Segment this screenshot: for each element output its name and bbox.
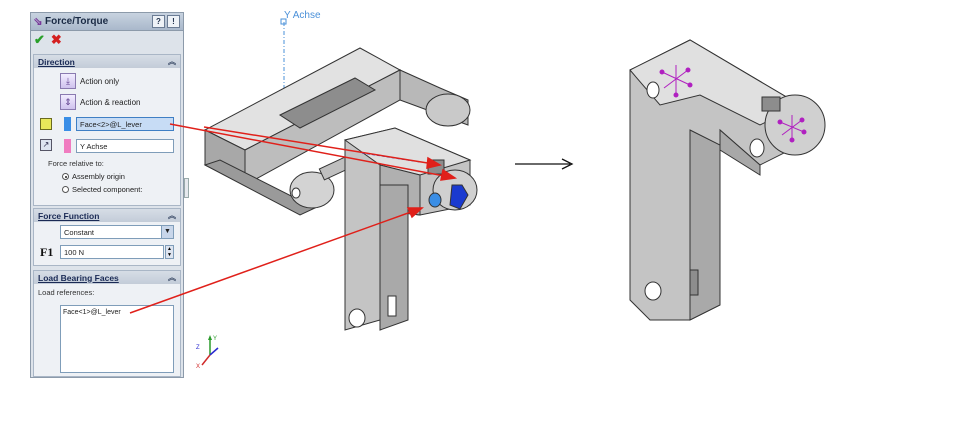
help-icon[interactable]: ? xyxy=(152,15,165,28)
y-axis-label: Y Achse xyxy=(284,10,321,21)
ok-button[interactable]: ✔ xyxy=(34,32,45,47)
face-color-swatch xyxy=(64,117,71,131)
cancel-button[interactable]: ✖ xyxy=(50,32,62,47)
collapse-chevron-icon[interactable]: ︽ xyxy=(168,211,176,220)
direction-select-icon[interactable]: ↗ xyxy=(40,139,52,151)
load-references-list[interactable]: Face<1>@L_lever xyxy=(60,305,174,373)
radio-assembly-label: Assembly origin xyxy=(72,172,125,181)
close-icon[interactable]: ! xyxy=(167,15,180,28)
callout-arrows xyxy=(129,123,458,314)
triad-y-label: Y xyxy=(213,336,218,342)
collapse-chevron-icon[interactable]: ︽ xyxy=(168,57,176,66)
load-faces-header-label: Load Bearing Faces xyxy=(38,272,119,283)
result-arrow xyxy=(515,158,574,170)
action-reaction-label: Action & reaction xyxy=(80,97,141,107)
force-symbol-label: F1 xyxy=(40,245,54,259)
direction-group: Direction ︽ ⤓ Action only ⇕ Action & rea… xyxy=(33,54,181,206)
action-only-button[interactable]: ⤓ Action only xyxy=(60,73,119,89)
direction-header-label: Direction xyxy=(38,56,75,67)
action-only-icon: ⤓ xyxy=(60,73,76,89)
force-relative-label: Force relative to: xyxy=(48,159,104,168)
action-reaction-button[interactable]: ⇕ Action & reaction xyxy=(60,94,140,110)
action-reaction-icon: ⇕ xyxy=(60,94,76,110)
load-faces-header[interactable]: Load Bearing Faces ︽ xyxy=(34,271,180,284)
force-function-group: Force Function ︽ Constant ▼ F1 100 N ▲▼ xyxy=(33,208,181,266)
radio-unselected-icon xyxy=(62,186,69,193)
radio-selected-icon xyxy=(62,173,69,180)
force-value-field[interactable]: 100 N xyxy=(60,245,164,259)
collapse-chevron-icon[interactable]: ︽ xyxy=(168,273,176,282)
radio-selected-component[interactable]: Selected component: xyxy=(62,185,142,194)
right-lever-part xyxy=(629,39,826,321)
force-function-header[interactable]: Force Function ︽ xyxy=(34,209,180,222)
load-bearing-faces-group: Load Bearing Faces ︽ Load references: Fa… xyxy=(33,270,181,377)
property-manager-panel: ⇘ Force/Torque ? ! ✔ ✖ Direction ︽ ⤓ Act… xyxy=(30,12,184,378)
left-lever-part xyxy=(343,127,478,331)
load-references-label: Load references: xyxy=(38,288,95,297)
triad-z-label: Z xyxy=(196,345,200,351)
list-item[interactable]: Face<1>@L_lever xyxy=(63,309,121,316)
radio-assembly-origin[interactable]: Assembly origin xyxy=(62,172,125,181)
face-select-icon[interactable] xyxy=(40,118,52,130)
action-only-label: Action only xyxy=(80,76,120,86)
direction-color-swatch xyxy=(64,139,71,153)
panel-resize-handle[interactable] xyxy=(184,178,189,198)
face-selection-field[interactable]: Face<2>@L_lever xyxy=(76,117,174,131)
panel-title-bar: ⇘ Force/Torque ? ! xyxy=(31,13,183,31)
force-torque-icon: ⇘ xyxy=(33,16,43,28)
axis-triad xyxy=(201,335,219,366)
force-function-header-label: Force Function xyxy=(38,210,100,221)
panel-title: Force/Torque xyxy=(45,16,109,27)
force-function-dropdown[interactable]: Constant ▼ xyxy=(60,225,174,239)
radio-selected-label: Selected component: xyxy=(72,185,143,194)
direction-header[interactable]: Direction ︽ xyxy=(34,55,180,68)
assembly-bracket xyxy=(203,47,471,216)
triad-x-label: X xyxy=(196,364,201,370)
direction-field[interactable]: Y Achse xyxy=(76,139,174,153)
force-function-value: Constant xyxy=(64,228,95,237)
force-marker-glyphs xyxy=(659,65,807,143)
spin-stepper[interactable]: ▲▼ xyxy=(165,245,174,259)
chevron-down-icon[interactable]: ▼ xyxy=(161,226,173,238)
axis-endpoint-handle[interactable] xyxy=(280,18,287,25)
